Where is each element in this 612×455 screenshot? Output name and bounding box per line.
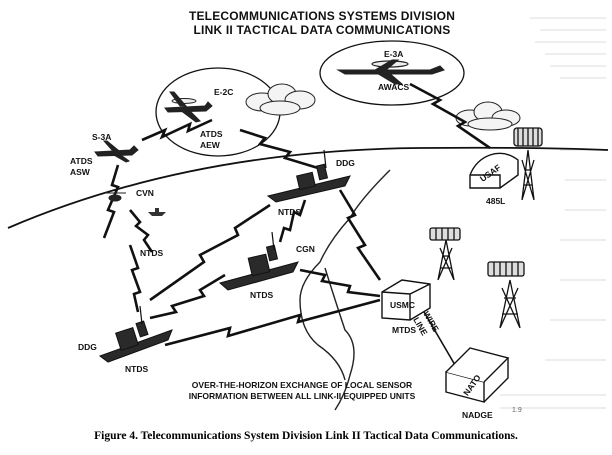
label-atds-asw-2: ASW [70, 167, 91, 177]
label-mtds: MTDS [392, 325, 416, 335]
link-ddg-top-cgn [278, 199, 307, 243]
e2c-aircraft [164, 91, 213, 123]
helicopter [105, 192, 126, 202]
label-ddg-top: DDG [336, 158, 355, 168]
label-cgn: CGN [296, 244, 315, 254]
label-s3a: S-3A [92, 132, 111, 142]
link-ddg-bottom-usmc [164, 298, 381, 347]
cloud-left [245, 83, 316, 116]
label-ntds-cvn: NTDS [140, 248, 163, 258]
link-cvn-ddg-bottom [128, 244, 142, 313]
title-line-2: LINK II TACTICAL DATA COMMUNICATIONS [194, 23, 451, 37]
usmc-antenna-tower-right [487, 261, 525, 329]
usaf-radar-tower [513, 127, 543, 201]
link-ddg-top-usmc [338, 189, 382, 281]
data-links [102, 82, 491, 347]
link-cvn-ntds [129, 209, 154, 253]
label-usmc: USMC [390, 300, 415, 310]
horizon-curve [7, 146, 609, 229]
ddg-top-ship [266, 149, 351, 203]
label-cvn: CVN [136, 188, 154, 198]
link-cgn-ddg-bottom [149, 273, 226, 320]
link-s3a-cvn [102, 164, 120, 239]
link-s3a-e2c [141, 118, 213, 142]
link-ddg-top-ddg-bottom [149, 203, 271, 302]
page-mark: 1.9 [512, 407, 522, 414]
cvn-escort [148, 208, 166, 216]
background-text-bleed [500, 17, 606, 409]
bottom-text-line-2: INFORMATION BETWEEN ALL LINK-II EQUIPPED… [189, 391, 416, 401]
label-atds-asw-1: ATDS [70, 156, 93, 166]
usmc-antenna-tower-left [429, 227, 461, 281]
label-485l: 485L [486, 196, 505, 206]
e3a-awacs-aircraft [336, 59, 445, 85]
label-atds-aew-1: ATDS [200, 129, 223, 139]
label-e3a: E-3A [384, 49, 403, 59]
label-ntds-cgn: NTDS [250, 290, 273, 300]
label-ntds-ddg-top: NTDS [278, 207, 301, 217]
link-cgn-usmc [299, 268, 381, 298]
link-e2c-ddg-top [239, 128, 319, 170]
coastline [299, 169, 391, 411]
label-ntds-ddg-bottom: NTDS [125, 364, 148, 374]
label-e2c: E-2C [214, 87, 233, 97]
figure-caption: Figure 4. Telecommunications System Divi… [94, 430, 518, 442]
ddg-bottom-ship [98, 305, 173, 363]
label-ddg-bottom: DDG [78, 342, 97, 352]
nato-building [445, 347, 510, 403]
title-line-1: TELECOMMUNICATIONS SYSTEMS DIVISION [189, 9, 455, 23]
link-e3a-usaf [409, 82, 491, 150]
awacs-coverage-ellipse [319, 40, 465, 106]
bottom-text-line-1: OVER-THE-HORIZON EXCHANGE OF LOCAL SENSO… [192, 380, 412, 390]
label-awacs: AWACS [378, 82, 410, 92]
label-nadge: NADGE [462, 410, 493, 420]
cgn-ship [218, 231, 299, 291]
usaf-shelter [469, 152, 519, 189]
s3a-aircraft [94, 140, 139, 163]
wire-line [419, 304, 456, 366]
label-atds-aew-2: AEW [200, 140, 221, 150]
cloud-right [455, 101, 521, 131]
usmc-shelter [381, 279, 431, 321]
